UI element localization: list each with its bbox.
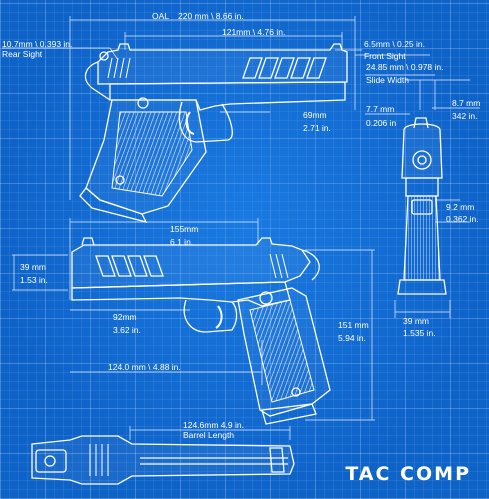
slide-stop-icon <box>137 97 149 109</box>
rear-sight-value: 10.7mm \ 0.393 in. <box>2 39 73 49</box>
model-title: TAC COMP <box>345 463 471 485</box>
sight-radius-value: 121mm \ 4.76 in. <box>222 27 286 37</box>
slide-length-in: 6.1 in. <box>170 237 194 247</box>
front-sight-label: Front Sight <box>364 51 406 61</box>
front-sight-value: 6.5mm \ 0.25 in. <box>364 39 425 49</box>
slide-serrations <box>242 57 327 79</box>
trigger-reach-in: 3.62 in. <box>113 325 141 335</box>
mag-step-mm: 9.2 mm <box>446 202 475 212</box>
barrel-length-label: Barrel Length <box>183 430 235 440</box>
top-left-width-mm: 7.7 mm <box>366 104 395 114</box>
grip-height-in: 5.94 in. <box>338 333 366 343</box>
rear-sight-label: Rear Sight <box>2 49 43 59</box>
mag-step-in: 0.362 in. <box>446 214 479 224</box>
slide-height-mm: 39 mm <box>20 262 46 272</box>
top-right-width-in: 342 in. <box>452 111 478 121</box>
oal-value: 220 mm \ 8.66 in. <box>178 11 244 21</box>
rear-serrations <box>107 57 131 79</box>
top-right-width-mm: 8.7 mm <box>452 98 481 108</box>
trigger-reach-mm: 92mm <box>113 312 137 322</box>
pistol-side-view-top <box>79 43 348 223</box>
grip-depth-mm: 69mm <box>303 110 327 120</box>
grip-stippling <box>111 111 193 197</box>
slide-length-mm: 155mm <box>170 224 199 234</box>
pistol-side-view-bottom <box>71 237 331 425</box>
top-left-width-in: 0.206 in <box>366 118 397 128</box>
oal-label: OAL <box>152 11 170 21</box>
grip-width-in: 1.535 in. <box>403 328 436 338</box>
grip-depth-in: 2.71 in. <box>303 123 331 133</box>
dimension-lines <box>2 16 480 440</box>
grip-screw-bottom-icon <box>291 387 301 397</box>
slide-serrations-bottom <box>95 255 164 277</box>
safety-icon <box>259 291 273 305</box>
frame-length-value: 124.0 mm \ 4.88 in. <box>108 362 181 372</box>
slide-width-value: 24.85 mm \ 0.978 in. <box>366 62 444 72</box>
slide-height-in: 1.53 in. <box>20 275 48 285</box>
grip-width-mm: 39 mm <box>403 316 429 326</box>
grip-height-mm: 151 mm <box>338 320 369 330</box>
grip-stippling-bottom <box>249 299 315 403</box>
pistol-rear-view <box>397 117 447 295</box>
slide-width-label: Slide Width <box>366 75 409 85</box>
pistol-top-view <box>31 435 295 485</box>
barrel-length-value: 124.6mm 4.9 in. <box>183 420 244 430</box>
grip-screw-icon <box>115 175 125 185</box>
